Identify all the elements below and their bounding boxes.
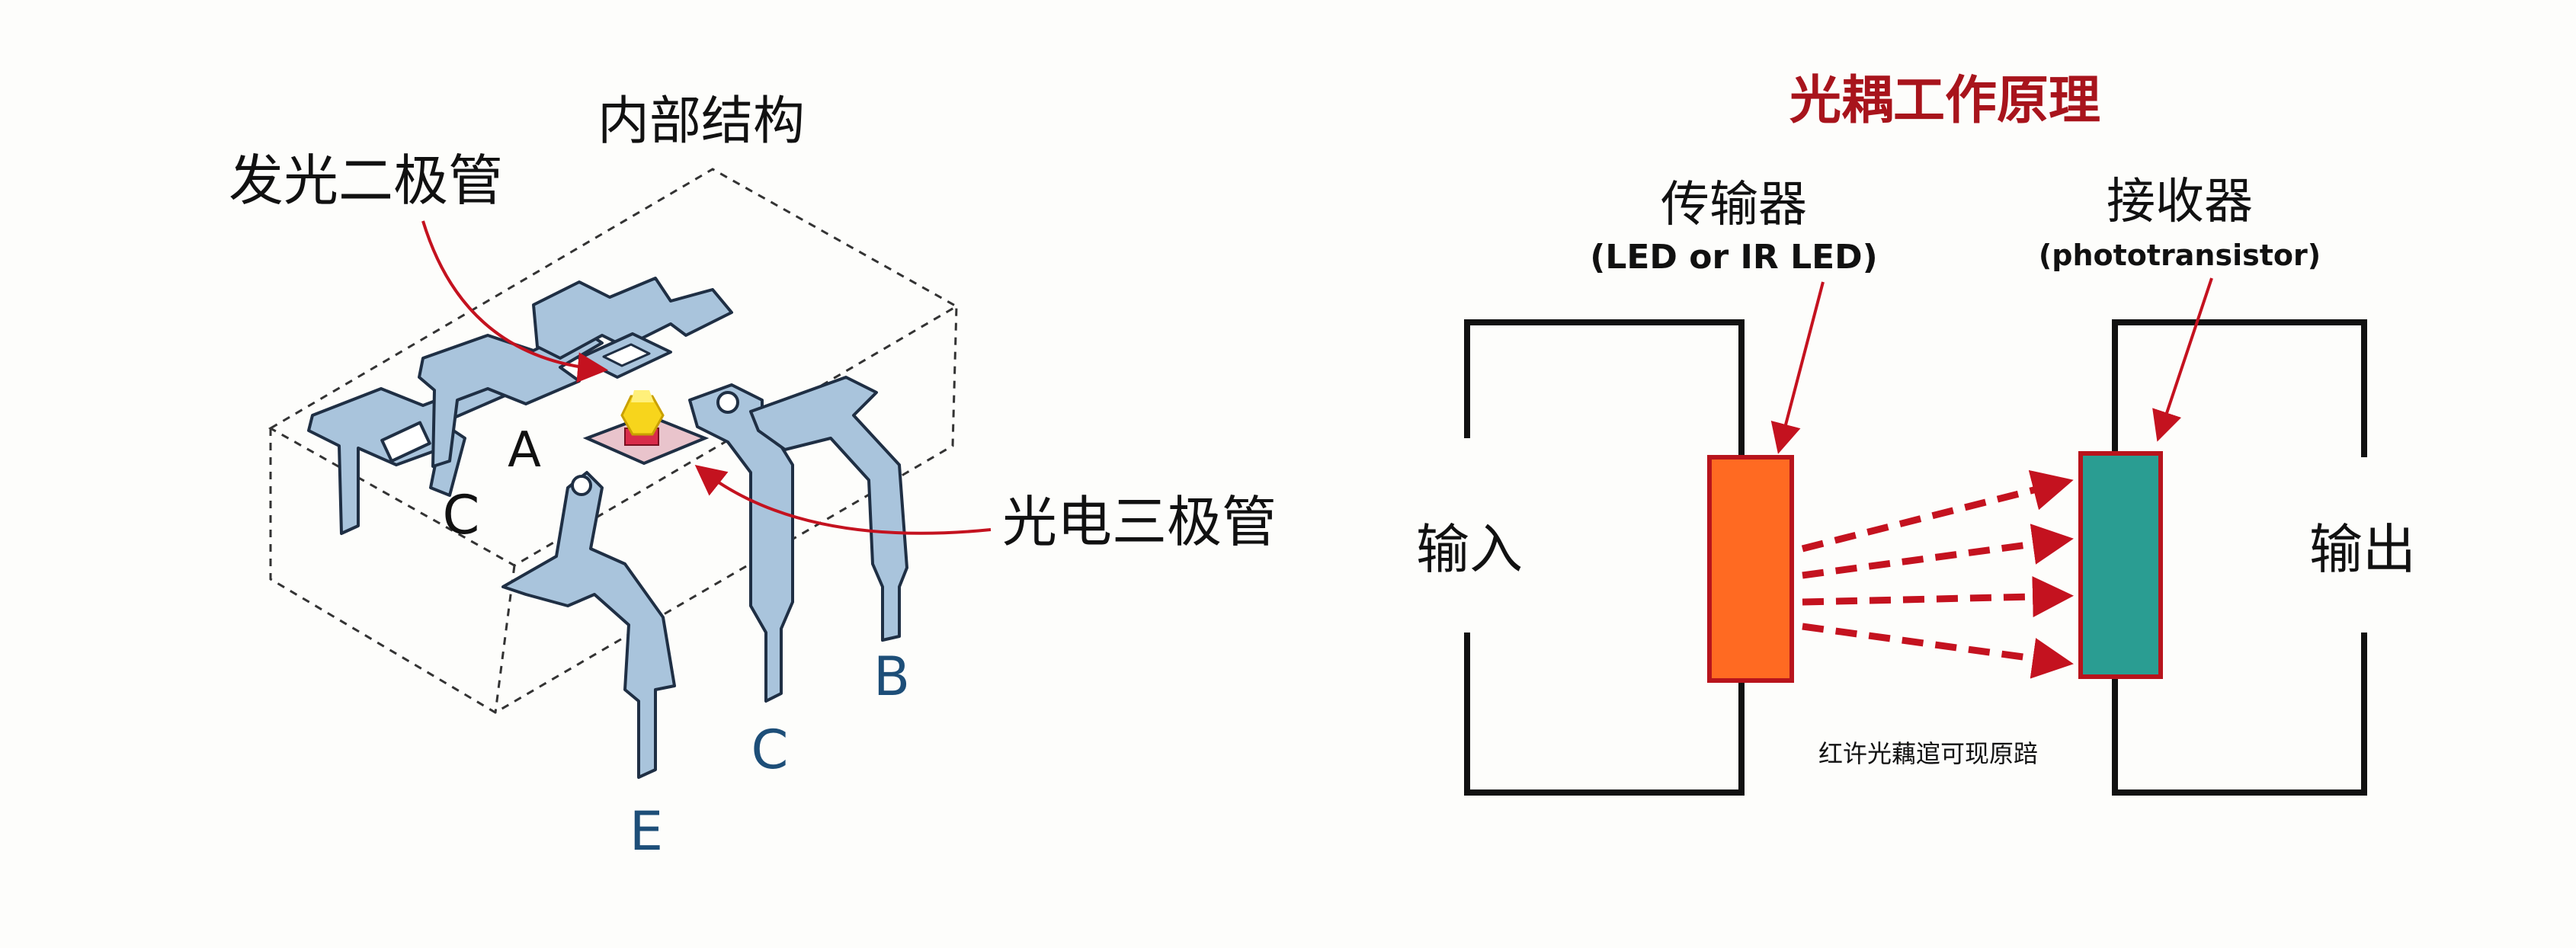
led-pad-window: [602, 343, 651, 367]
light-ray-arrows: [1801, 469, 2074, 679]
receiver-phototransistor-block: [2078, 451, 2163, 679]
output-label: 输出: [2309, 518, 2416, 581]
bottom-caption: 红许光藕逭可现原踣: [1818, 739, 2038, 768]
pin-label-e: E: [630, 800, 663, 863]
internal-structure-title: 内部结构: [598, 91, 805, 152]
input-circuit: [1464, 319, 1745, 796]
transmitter-title: 传输器: [1661, 177, 1807, 233]
back-pin-right: [532, 277, 733, 360]
transmitter-led-block: [1707, 455, 1794, 683]
receiver-callout-arrow: [2152, 277, 2213, 442]
back-pins: [307, 277, 733, 535]
receiver-title: 接收器: [2107, 174, 2253, 230]
output-circuit: [2112, 319, 2367, 796]
pad-window-left: [380, 421, 431, 463]
front-pins: [501, 376, 908, 779]
pin-c: [688, 383, 794, 703]
led-callout-arrow: [421, 220, 608, 383]
input-label: 输入: [1416, 518, 1523, 581]
working-principle-panel: 光耦工作原理 传输器 (LED or IR LED) 接收器 (phototra…: [1416, 71, 2416, 796]
light-ray-3: [1802, 576, 2074, 618]
pin-label-c-bottom: C: [751, 719, 789, 781]
working-principle-title: 光耦工作原理: [1789, 71, 2100, 131]
pin-label-b: B: [873, 645, 910, 708]
phototransistor-label: 光电三极管: [1002, 490, 1277, 554]
light-ray-1: [1801, 469, 2074, 552]
phototransistor-callout-arrow: [694, 465, 992, 535]
pin-label-c-top: C: [443, 484, 480, 546]
light-ray-4: [1802, 623, 2074, 679]
internal-structure-panel: 内部结构: [229, 91, 1277, 863]
receiver-subtitle: (phototransistor): [2039, 239, 2321, 272]
package-outline: [268, 168, 960, 714]
led-label: 发光二极管: [229, 149, 503, 213]
transmitter-subtitle: (LED or IR LED): [1590, 238, 1878, 277]
pin-e: [501, 471, 676, 779]
pin-label-a: A: [508, 422, 541, 479]
led-chip-icon: [620, 395, 665, 436]
transmitter-callout-arrow: [1770, 281, 1825, 454]
transistor-pad: [582, 390, 710, 466]
pin-b: [749, 376, 908, 642]
light-ray-2: [1802, 524, 2074, 579]
